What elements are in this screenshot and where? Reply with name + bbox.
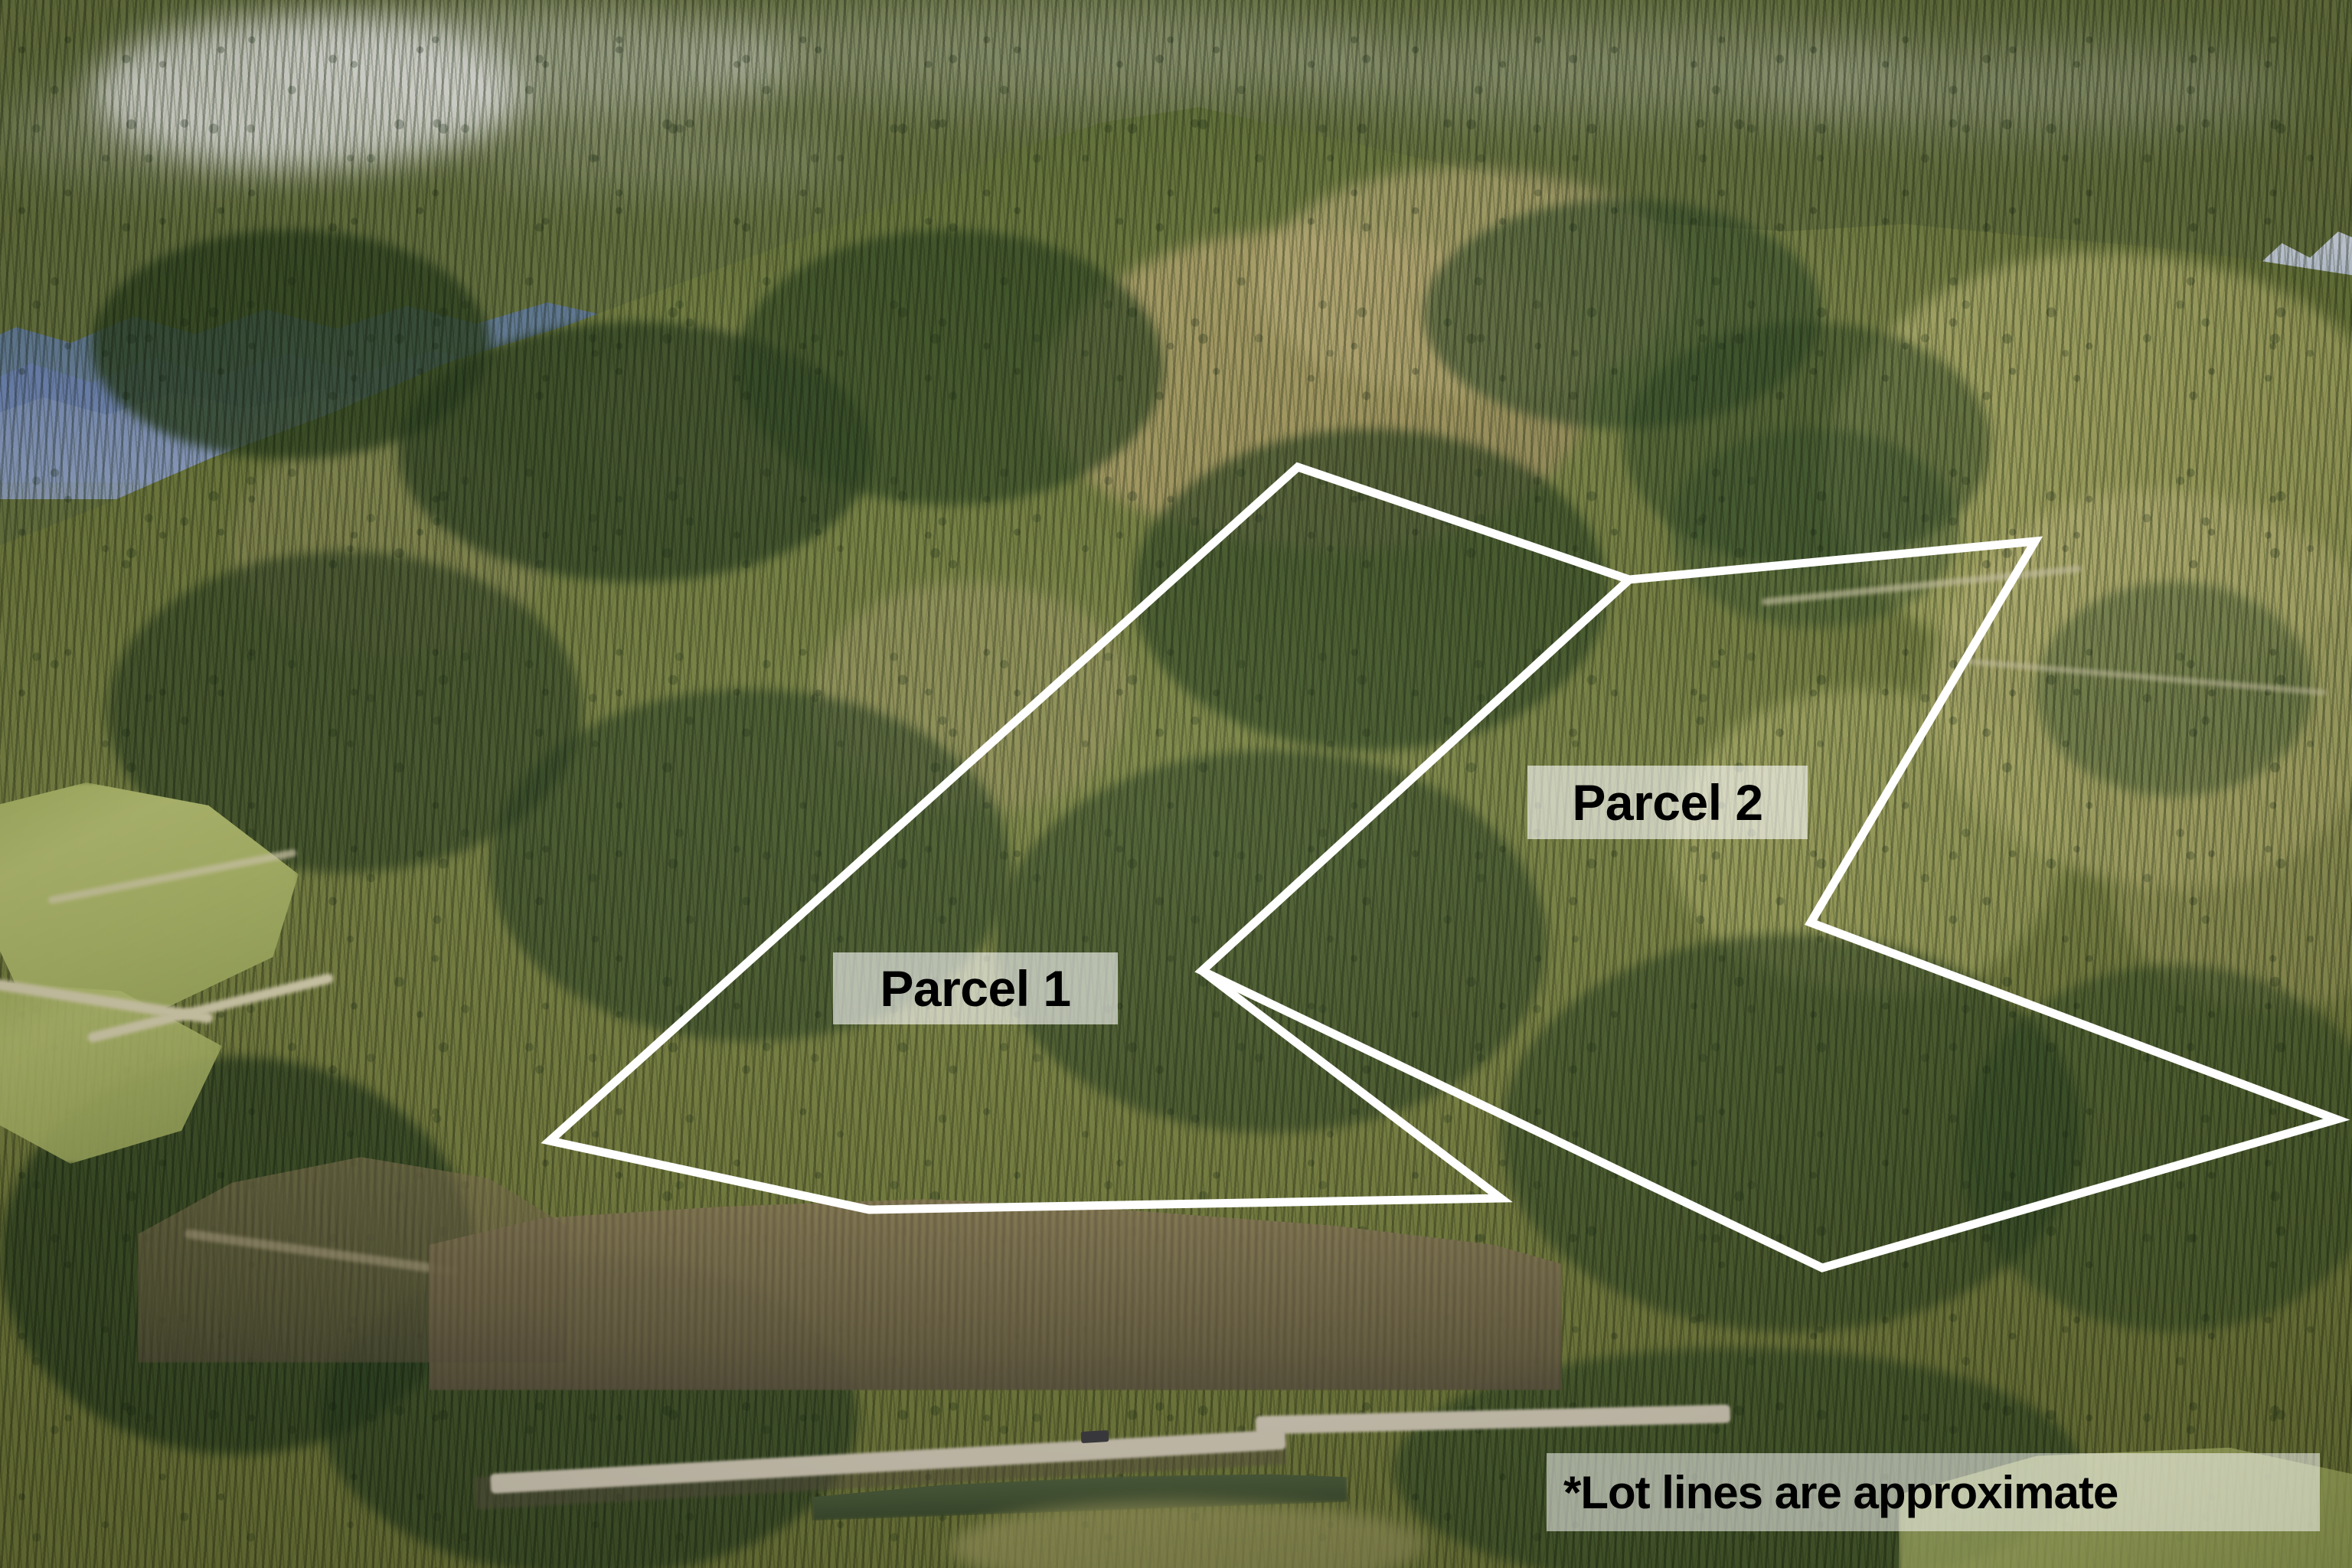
lower-field xyxy=(949,1501,1424,1568)
conifer-cluster xyxy=(735,230,1164,505)
parcel-2-label: Parcel 2 xyxy=(1527,766,1808,839)
cloud xyxy=(1302,23,1914,115)
cloud xyxy=(689,0,1378,107)
cloud xyxy=(459,130,858,184)
parcel-1-label: Parcel 1 xyxy=(833,952,1118,1024)
cloud xyxy=(92,15,521,168)
vehicle-on-road xyxy=(1080,1430,1109,1443)
lot-lines-disclaimer: *Lot lines are approximate xyxy=(1547,1453,2320,1531)
cloud xyxy=(0,84,322,176)
cloud xyxy=(1761,46,2297,130)
cloud xyxy=(260,6,796,121)
conifer-cluster xyxy=(1623,322,1991,567)
